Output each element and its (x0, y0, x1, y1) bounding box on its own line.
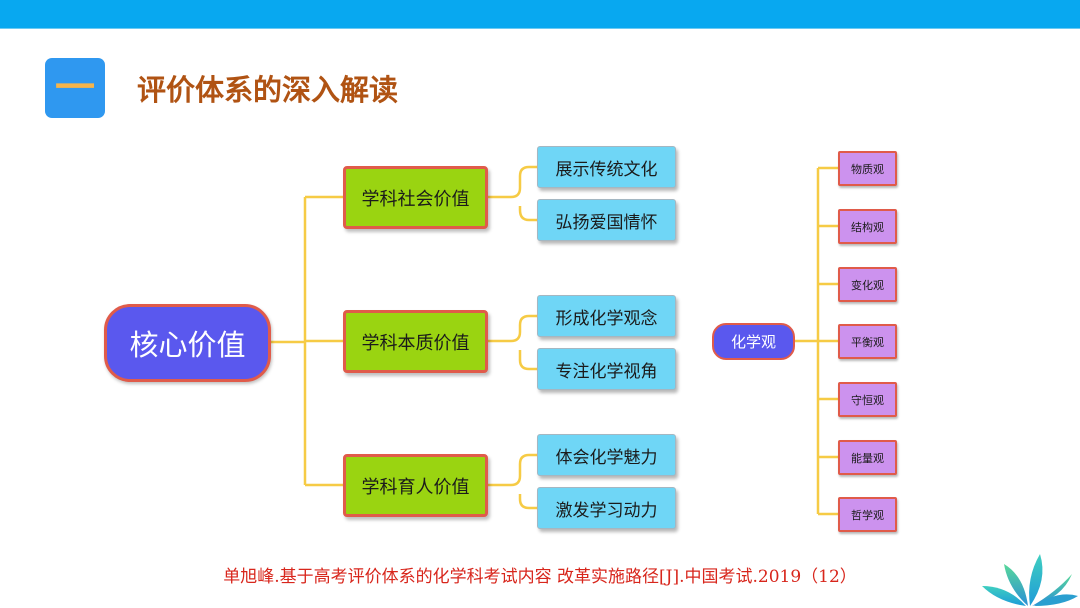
leaf-chemistry-perspective: 专注化学视角 (537, 348, 676, 390)
section-number-badge: 一 (45, 58, 105, 118)
category-education-value: 学科育人价值 (343, 454, 488, 517)
leaf-traditional-culture: 展示传统文化 (537, 146, 676, 188)
view-energy: 能量观 (838, 440, 897, 475)
leaf-chemistry-charm: 体会化学魅力 (537, 434, 676, 476)
view-change: 变化观 (838, 267, 897, 302)
citation-text: 单旭峰.基于高考评价体系的化学科考试内容 改革实施路径[J].中国考试.2019… (223, 567, 857, 587)
connector-cat1-leaves (488, 165, 537, 222)
connector-core-categories (271, 195, 343, 487)
page-title: 评价体系的深入解读 (137, 73, 399, 107)
lotus-logo-icon (982, 554, 1078, 606)
category-social-value: 学科社会价值 (343, 166, 488, 229)
category-essential-value: 学科本质价值 (343, 310, 488, 373)
view-conservation: 守恒观 (838, 382, 897, 417)
view-structure: 结构观 (838, 209, 897, 244)
view-equilibrium: 平衡观 (838, 324, 897, 359)
connector-cat2-leaves (488, 314, 537, 371)
leaf-learning-motivation: 激发学习动力 (537, 487, 676, 529)
connector-cat3-leaves (488, 453, 537, 510)
chemistry-view-node: 化学观 (712, 323, 795, 360)
section-number: 一 (55, 65, 95, 111)
leaf-chemistry-concepts: 形成化学观念 (537, 295, 676, 337)
view-matter: 物质观 (838, 151, 897, 186)
core-value-node: 核心价值 (104, 304, 271, 382)
top-banner (0, 0, 1080, 29)
view-philosophy: 哲学观 (838, 497, 897, 532)
leaf-patriotism: 弘扬爱国情怀 (537, 199, 676, 241)
connector-chem-views (795, 166, 838, 516)
